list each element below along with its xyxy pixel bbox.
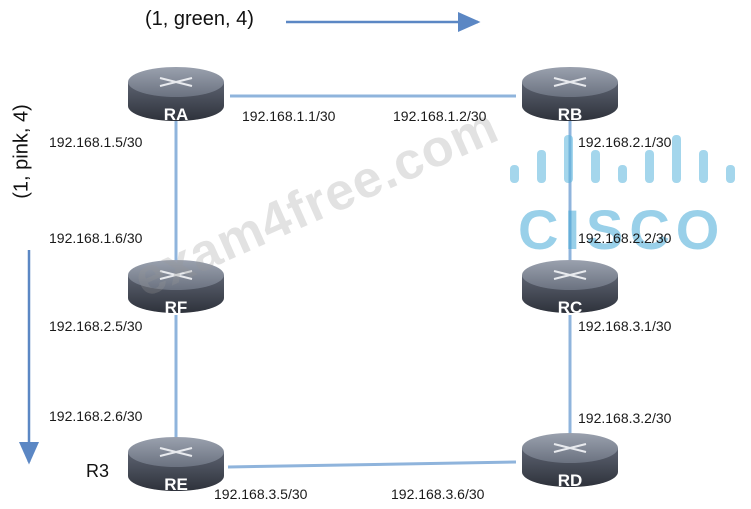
addr-rd-to-re: 192.168.3.6/30 — [391, 486, 485, 502]
addr-rc-to-rd: 192.168.3.1/30 — [578, 318, 672, 334]
router-rd-icon — [522, 433, 618, 487]
router-rd-label: RD — [558, 471, 583, 490]
flow-label-left: (1, pink, 4) — [10, 104, 33, 199]
router-rc-icon — [522, 260, 618, 313]
router-rc-label: RC — [558, 298, 583, 317]
addr-ra-to-rf: 192.168.1.5/30 — [49, 134, 143, 150]
router-ra-icon — [128, 67, 224, 121]
addr-rb-to-rc: 192.168.2.1/30 — [578, 134, 672, 150]
router-rb-label: RB — [558, 105, 583, 124]
flow-label-top: (1, green, 4) — [145, 8, 254, 30]
router-re-icon — [128, 437, 224, 491]
addr-rf-to-ra: 192.168.1.6/30 — [49, 230, 143, 246]
router-rf-label: RF — [165, 298, 188, 317]
addr-rb-to-ra: 192.168.1.2/30 — [393, 108, 487, 124]
addr-rf-to-re: 192.168.2.5/30 — [49, 318, 143, 334]
addr-re-to-rd: 192.168.3.5/30 — [214, 486, 308, 502]
router-rf-icon — [128, 260, 224, 313]
addr-rd-to-rc: 192.168.3.2/30 — [578, 410, 672, 426]
router-re-alias: R3 — [86, 461, 110, 481]
addr-ra-to-rb: 192.168.1.1/30 — [242, 108, 336, 124]
addr-rc-to-rb: 192.168.2.2/30 — [578, 230, 672, 246]
router-rb-icon — [522, 67, 618, 121]
router-ra-label: RA — [164, 105, 189, 124]
cisco-logo-wordmark: CISCO — [518, 198, 726, 261]
router-re-label: RE — [164, 475, 188, 494]
link-re-rd — [227, 460, 517, 469]
addr-re-to-rf: 192.168.2.6/30 — [49, 408, 143, 424]
